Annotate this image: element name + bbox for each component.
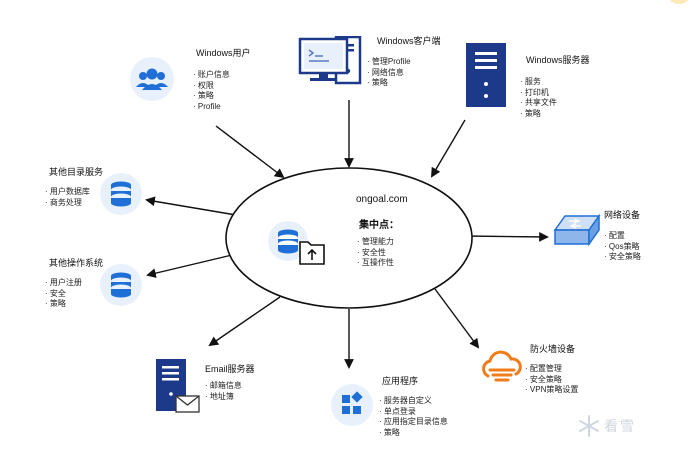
node-title-network-device: 网络设备 xyxy=(604,210,641,220)
node-title-windows-server: Windows服务器 xyxy=(526,55,590,65)
node-list-other-directory: 用户数据库 商务处理 xyxy=(45,187,90,208)
watermark-text: 看雪 xyxy=(604,418,636,434)
node-list-other-os: 用户注册 安全 策略 xyxy=(45,278,82,310)
list-item: 用户注册 xyxy=(45,278,82,289)
list-item: 单点登录 xyxy=(379,407,448,418)
node-title-email-server: Email服务器 xyxy=(205,364,255,374)
list-item: 地址簿 xyxy=(205,392,242,403)
list-item: 安全策略 xyxy=(604,252,641,263)
database-icon xyxy=(100,173,142,215)
list-item: 打印机 xyxy=(520,88,557,99)
node-title-firewall: 防火墙设备 xyxy=(530,344,576,354)
node-title-other-directory: 其他目录服务 xyxy=(49,167,104,177)
list-item: 共享文件 xyxy=(520,98,557,109)
list-item: 策略 xyxy=(367,78,411,89)
database-folder-icon xyxy=(268,221,325,265)
database-icon xyxy=(100,264,142,306)
list-item: Qos策略 xyxy=(604,242,641,253)
node-title-application: 应用程序 xyxy=(382,376,419,386)
node-list-windows-client: 管理Profile 网络信息 策略 xyxy=(367,57,411,89)
apps-grid-icon xyxy=(331,384,373,426)
arrow-network-device xyxy=(464,232,549,242)
list-item: 策略 xyxy=(45,299,82,310)
list-item: 管理Profile xyxy=(367,57,411,68)
list-item: 账户信息 xyxy=(193,70,230,81)
central-ellipse xyxy=(225,167,473,309)
server-tower-icon xyxy=(466,43,506,107)
node-list-firewall: 配置管理 安全策略 VPN策略设置 xyxy=(525,364,578,396)
list-item: VPN策略设置 xyxy=(525,385,578,396)
node-title-windows-client: Windows客户端 xyxy=(377,36,441,46)
desktop-computer-icon xyxy=(298,36,362,85)
mail-server-icon xyxy=(156,359,200,413)
list-item: 服务 xyxy=(520,77,557,88)
list-item: Profile xyxy=(193,102,230,113)
list-item: 管理能力 xyxy=(357,237,394,248)
center-domain: ongoal.com xyxy=(356,194,408,205)
arrow-windows-user xyxy=(215,125,285,179)
list-item: 网络信息 xyxy=(367,68,411,79)
node-title-windows-user: Windows用户 xyxy=(196,48,251,58)
users-icon xyxy=(130,57,174,101)
list-item: 安全策略 xyxy=(525,375,578,386)
node-list-windows-user: 账户信息 权限 策略 Profile xyxy=(193,70,230,112)
list-item: 策略 xyxy=(379,428,448,439)
snowflake-icon xyxy=(579,415,599,437)
firewall-cloud-icon xyxy=(482,350,522,382)
list-item: 商务处理 xyxy=(45,198,90,209)
list-item: 互操作性 xyxy=(357,258,394,269)
center-heading: 集中点： xyxy=(359,220,399,231)
node-title-other-os: 其他操作系统 xyxy=(49,258,104,268)
node-list-application: 服务器自定义 单点登录 应用指定目录信息 策略 xyxy=(379,396,448,438)
node-list-windows-server: 服务 打印机 共享文件 策略 xyxy=(520,77,557,119)
list-item: 配置管理 xyxy=(525,364,578,375)
list-item: 邮箱信息 xyxy=(205,381,242,392)
corner-glow xyxy=(668,0,690,4)
list-item: 服务器自定义 xyxy=(379,396,448,407)
list-item: 应用指定目录信息 xyxy=(379,417,448,428)
list-item: 权限 xyxy=(193,81,230,92)
node-list-network-device: 配置 Qos策略 安全策略 xyxy=(604,231,641,263)
arrow-email-server xyxy=(208,296,281,347)
network-switch-icon xyxy=(553,213,601,247)
arrow-firewall xyxy=(434,288,480,349)
arrow-windows-server xyxy=(431,119,466,178)
list-item: 配置 xyxy=(604,231,641,242)
list-item: 策略 xyxy=(193,91,230,102)
center-items: 管理能力 安全性 互操作性 xyxy=(357,237,394,269)
node-list-email-server: 邮箱信息 地址簿 xyxy=(205,381,242,402)
arrow-other-directory xyxy=(145,196,237,216)
list-item: 安全 xyxy=(45,289,82,300)
arrow-other-os xyxy=(146,254,233,278)
list-item: 用户数据库 xyxy=(45,187,90,198)
list-item: 策略 xyxy=(520,109,557,120)
list-item: 安全性 xyxy=(357,248,394,259)
